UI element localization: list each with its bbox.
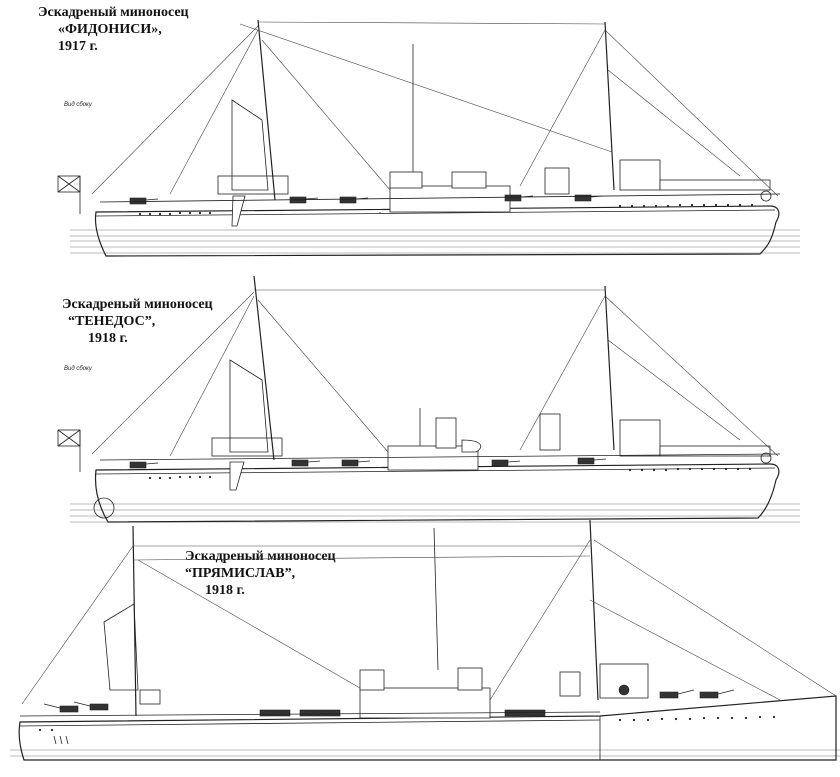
- ship-3-caption: Эскадреный миноносец “ПРЯМИСЛАВ”, 1918 г…: [185, 548, 336, 599]
- ship-2-foremast: [253, 275, 275, 461]
- ship-3-rigging: [21, 539, 837, 705]
- ship-1-caption-line-3: 1917 г.: [58, 39, 98, 54]
- ship-1-caption-line-1: Эскадреный миноносец: [38, 5, 189, 20]
- ship-3-drawing: [10, 519, 840, 761]
- ship-1-guns: [129, 194, 604, 205]
- ship-3-caption-line-1: Эскадреный миноносец: [185, 549, 336, 564]
- ship-3-portholes: [38, 715, 776, 732]
- ship-1-caption-line-2: «ФИДОНИСИ»,: [58, 22, 162, 37]
- ship-2-mainmast: [604, 285, 615, 451]
- ship-1-foremast: [257, 19, 276, 201]
- ship-2-portholes: [148, 467, 752, 480]
- ship-3-caption-line-2: “ПРЯМИСЛАВ”,: [185, 566, 296, 581]
- ship-2-drawing: [57, 275, 800, 523]
- ship-2-caption-line-1: Эскадреный миноносец: [62, 297, 213, 312]
- ship-1-portholes: [138, 203, 754, 216]
- ship-2-caption-line-3: 1918 г.: [88, 331, 128, 346]
- ship-1-waterlines: [70, 229, 800, 254]
- ship-2-caption-line-2: “ТЕНЕДОС”,: [68, 314, 156, 329]
- ship-3-hull: [18, 695, 837, 761]
- ship-2-caption: Эскадреный миноносец “ТЕНЕДОС”, 1918 г.: [62, 296, 213, 347]
- ship-1-hull: [94, 205, 780, 257]
- ship-1-drawing: [57, 19, 800, 257]
- ship-3-guns: [43, 689, 735, 717]
- ship-2-hull: [94, 463, 780, 523]
- ship-3-mainmast: [589, 519, 599, 701]
- ship-2-waterlines: [70, 503, 800, 523]
- ship-2-guns: [129, 457, 607, 469]
- ship-2-rigging: [91, 289, 779, 457]
- ship-2-view-label: Вид сбоку: [64, 366, 92, 372]
- ship-1-rigging: [91, 21, 779, 197]
- ship-1-view-label: Вид сбоку: [64, 102, 92, 108]
- ship-1-caption: Эскадреный миноносец «ФИДОНИСИ», 1917 г.: [38, 4, 189, 55]
- ship-1-mainmast: [604, 21, 615, 191]
- ship-3-caption-line-3: 1918 г.: [205, 583, 245, 598]
